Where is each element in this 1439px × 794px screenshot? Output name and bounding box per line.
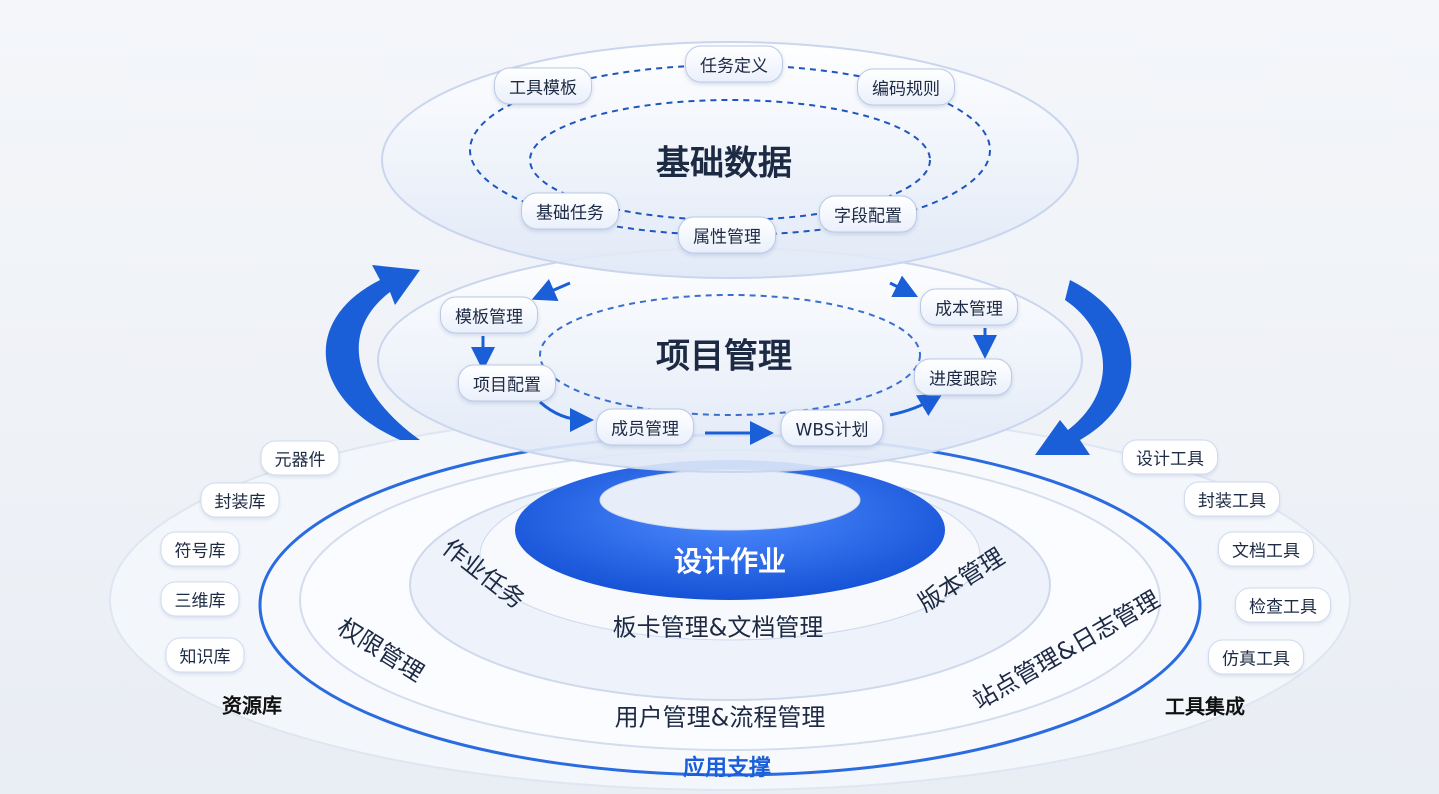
resource-3d-lib[interactable]: 三维库	[160, 581, 240, 617]
tool-simulation[interactable]: 仿真工具	[1208, 639, 1304, 675]
pill-attribute-management[interactable]: 属性管理	[678, 216, 776, 254]
pill-cost-management[interactable]: 成本管理	[920, 288, 1018, 326]
left-cycle-arrow	[325, 265, 420, 440]
pill-basic-task[interactable]: 基础任务	[521, 192, 619, 230]
resource-knowledge-lib[interactable]: 知识库	[165, 637, 245, 673]
application-support-label: 应用支撑	[682, 756, 772, 781]
pill-field-config[interactable]: 字段配置	[819, 195, 917, 233]
resource-symbol-lib[interactable]: 符号库	[160, 531, 240, 567]
core-design-work: 设计作业	[673, 545, 787, 578]
pill-template-management[interactable]: 模板管理	[440, 296, 538, 334]
pill-coding-rules[interactable]: 编码规则	[857, 68, 955, 106]
tool-document[interactable]: 文档工具	[1218, 531, 1314, 567]
tool-footprint[interactable]: 封装工具	[1184, 481, 1280, 517]
segment-user-process-management: 用户管理&流程管理	[614, 703, 826, 732]
top-layer-title: 基础数据	[656, 143, 792, 184]
tool-check[interactable]: 检查工具	[1235, 587, 1331, 623]
pill-wbs-plan[interactable]: WBS计划	[780, 409, 884, 447]
resource-footprint-lib[interactable]: 封装库	[200, 482, 280, 518]
right-cycle-arrow	[1035, 280, 1132, 455]
resource-library-title: 资源库	[222, 693, 282, 718]
pill-progress-tracking[interactable]: 进度跟踪	[914, 358, 1012, 396]
pill-task-definition[interactable]: 任务定义	[685, 45, 783, 83]
tool-design[interactable]: 设计工具	[1122, 439, 1218, 475]
pill-member-management[interactable]: 成员管理	[596, 408, 694, 446]
pill-project-config[interactable]: 项目配置	[458, 364, 556, 402]
tool-integration-title: 工具集成	[1165, 694, 1245, 719]
middle-layer-title: 项目管理	[656, 336, 792, 377]
resource-components[interactable]: 元器件	[260, 440, 340, 476]
segment-board-doc-management: 板卡管理&文档管理	[612, 613, 824, 642]
pill-tool-template[interactable]: 工具模板	[494, 67, 592, 105]
